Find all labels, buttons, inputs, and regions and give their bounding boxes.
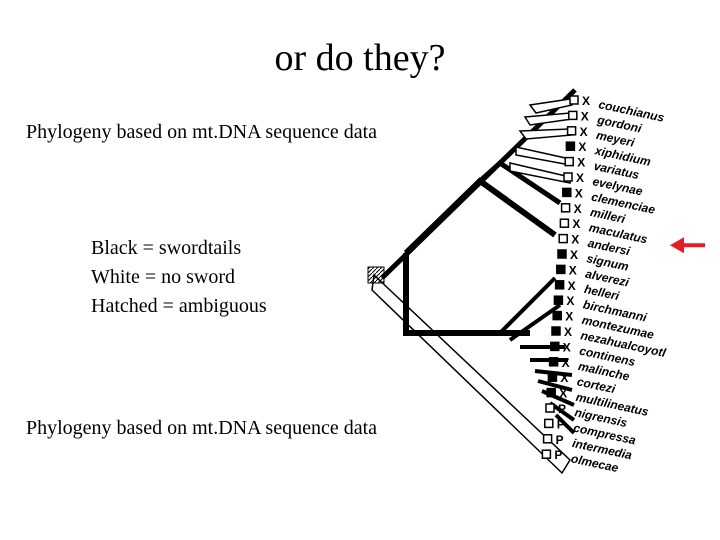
red-arrow-icon — [670, 237, 705, 254]
black-clade-top — [403, 177, 557, 256]
tip-node — [545, 403, 555, 413]
genus-marker: X — [580, 125, 588, 139]
genus-marker: P — [554, 448, 562, 462]
tip-node — [552, 310, 562, 321]
genus-marker: X — [560, 371, 568, 385]
legend-black: Black = swordtails — [91, 237, 242, 259]
tip-node — [542, 434, 553, 444]
tip-node — [559, 218, 570, 228]
genus-marker: X — [570, 248, 578, 262]
genus-marker: X — [566, 294, 574, 308]
genus-marker: X — [577, 156, 585, 170]
tip-node — [556, 264, 566, 275]
tip-node — [562, 187, 572, 198]
genus-marker: X — [563, 340, 571, 354]
genus-marker: X — [578, 140, 586, 154]
legend: Black = swordtails White = no sword Hatc… — [91, 234, 267, 321]
genus-marker: X — [559, 387, 567, 401]
black-clade-box — [403, 253, 530, 336]
tip-node — [558, 233, 568, 244]
genus-marker: X — [574, 202, 582, 216]
genus-marker: X — [569, 263, 577, 277]
genus-marker: X — [582, 94, 590, 108]
caption-bottom: Phylogeny based on mt.DNA sequence data — [26, 417, 378, 439]
genus-marker: X — [564, 325, 572, 339]
genus-marker: P — [558, 402, 566, 416]
tip-node — [563, 172, 573, 182]
genus-marker: X — [575, 186, 583, 200]
tip-node — [557, 249, 567, 259]
genus-marker: X — [576, 171, 584, 185]
genus-marker: X — [571, 233, 579, 247]
genus-marker: P — [557, 417, 565, 431]
tip-node — [569, 95, 579, 105]
legend-white: White = no sword — [91, 266, 236, 288]
taxon-labels: couchianusgordonimeyerixiphidiumvariatus… — [570, 97, 668, 475]
outgroup-stem — [371, 273, 571, 475]
upper-comb — [509, 98, 574, 184]
tip-node — [541, 449, 552, 459]
tip-node — [564, 156, 574, 167]
black-clade-inner — [478, 159, 562, 206]
genus-marker: X — [568, 279, 576, 293]
tip-node — [546, 387, 556, 398]
tip-node — [551, 326, 561, 336]
tip-node — [548, 357, 559, 367]
tip-node — [560, 203, 571, 213]
genus-marker: X — [581, 109, 589, 123]
genus-marker: X — [562, 356, 570, 370]
legend-hatched: Hatched = ambiguous — [91, 295, 267, 317]
genus-marker: P — [556, 433, 564, 447]
slide-title: or do they? — [274, 37, 446, 79]
lower-black-fan — [498, 276, 576, 435]
tip-nodes — [541, 95, 579, 459]
tip-node — [553, 295, 564, 305]
tip-node — [566, 126, 577, 136]
tip-node — [550, 341, 560, 352]
genus-marker: X — [565, 310, 573, 324]
tip-node — [547, 372, 558, 382]
genus-marker: X — [572, 217, 580, 231]
tip-node — [544, 418, 554, 429]
tip-node — [568, 110, 578, 121]
tip-node — [554, 280, 565, 290]
tip-node — [565, 141, 576, 151]
caption-top: Phylogeny based on mt.DNA sequence data — [26, 121, 378, 143]
